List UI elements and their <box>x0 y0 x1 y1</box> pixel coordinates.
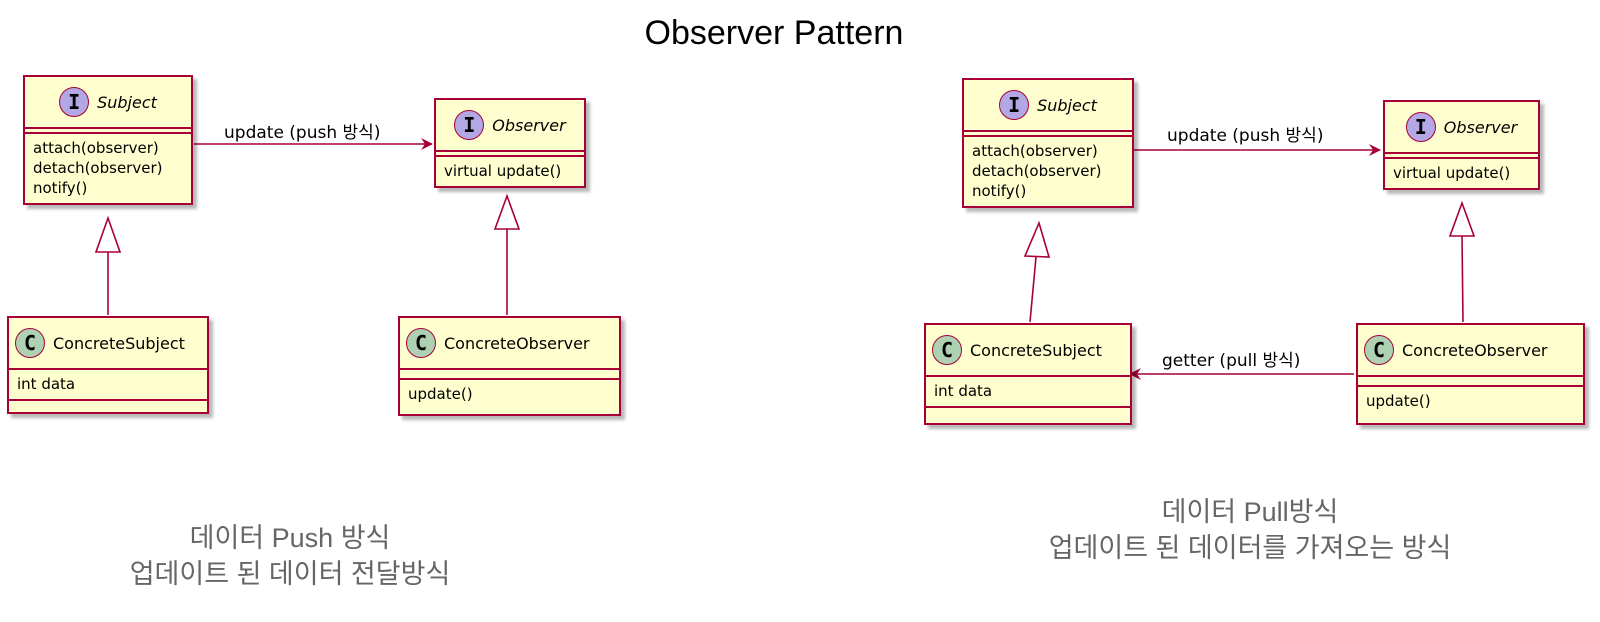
diagram-title: Observer Pattern <box>644 14 904 52</box>
method: notify() <box>972 182 1027 200</box>
method: update() <box>408 385 473 403</box>
method: virtual update() <box>444 162 562 180</box>
push-caption: 데이터 Push 방식 업데이트 된 데이터 전달방식 <box>90 520 490 592</box>
class-icon: C <box>932 335 962 365</box>
push-concrete-subject-class: C ConcreteSubject int data <box>7 316 209 414</box>
caption-line: 데이터 Pull방식 <box>1161 497 1339 527</box>
method: notify() <box>33 179 88 197</box>
method: attach(observer) <box>33 139 159 157</box>
pull-subject-interface: I Subject attach(observer) detach(observ… <box>962 78 1134 208</box>
caption-line: 업데이트 된 데이터를 가져오는 방식 <box>1048 533 1452 563</box>
push-observer-interface: I Observer virtual update() <box>434 98 586 188</box>
push-concrete-observer-class: C ConcreteObserver update() <box>398 316 621 416</box>
method: attach(observer) <box>972 142 1098 160</box>
class-name: Observer <box>492 115 566 135</box>
field: int data <box>17 375 76 393</box>
class-name: Subject <box>1037 95 1097 115</box>
method: update() <box>1366 392 1431 410</box>
caption-line: 업데이트 된 데이터 전달방식 <box>129 559 451 589</box>
class-name: ConcreteSubject <box>970 340 1102 360</box>
pull-subject-generalization <box>1029 256 1037 323</box>
push-subject-generalization-head <box>94 215 122 253</box>
class-name: ConcreteObserver <box>444 333 590 353</box>
pull-caption: 데이터 Pull방식 업데이트 된 데이터를 가져오는 방식 <box>1000 494 1500 566</box>
class-icon: C <box>15 328 45 358</box>
class-name: ConcreteObserver <box>1402 340 1548 360</box>
pull-getter-label: getter (pull 방식) <box>1162 351 1301 371</box>
pull-observer-interface: I Observer virtual update() <box>1383 100 1540 190</box>
pull-update-label: update (push 방식) <box>1167 126 1324 146</box>
class-name: Observer <box>1443 117 1518 137</box>
pull-observer-generalization-head <box>1448 200 1476 237</box>
caption-line: 데이터 Push 방식 <box>189 523 391 553</box>
method: detach(observer) <box>972 162 1102 180</box>
pull-concrete-subject-class: C ConcreteSubject int data <box>924 323 1132 425</box>
push-observer-generalization-head <box>493 193 521 230</box>
pull-subject-generalization-head <box>1023 220 1051 258</box>
class-name: Subject <box>97 92 157 112</box>
interface-icon: I <box>59 87 90 117</box>
field: int data <box>934 382 993 400</box>
pull-concrete-observer-class: C ConcreteObserver update() <box>1356 323 1585 425</box>
pull-observer-generalization <box>1461 235 1464 323</box>
interface-icon: I <box>1405 112 1436 142</box>
method: virtual update() <box>1393 164 1511 182</box>
class-icon: C <box>1364 335 1394 365</box>
push-subject-interface: I Subject attach(observer) detach(observ… <box>23 75 193 205</box>
method: detach(observer) <box>33 159 163 177</box>
interface-icon: I <box>999 90 1030 120</box>
push-update-label: update (push 방식) <box>224 123 381 143</box>
class-name: ConcreteSubject <box>53 333 185 353</box>
interface-icon: I <box>454 110 485 140</box>
class-icon: C <box>406 328 436 358</box>
